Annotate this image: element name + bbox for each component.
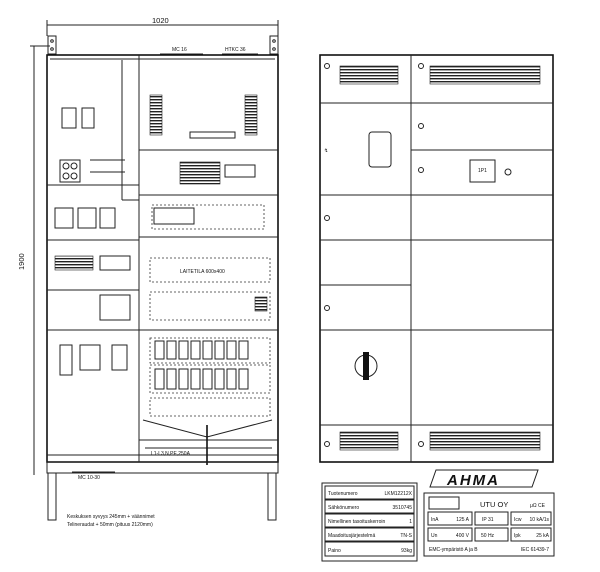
rating-plate: UTU OY μΩ CE InA 125 A IP 31 Icw 10 kA/1…: [423, 492, 555, 557]
spec-value: LKM12212X: [384, 491, 412, 497]
bracket-right: [269, 35, 279, 55]
bracket-left: [47, 35, 57, 55]
breaker-row: [154, 340, 249, 390]
rating-ipk-value: 25 kA: [536, 533, 549, 539]
certification-marks: μΩ CE: [530, 503, 546, 509]
inspection-window: [368, 131, 392, 168]
terminal-block: [149, 94, 163, 136]
rating-ipk-label: Ipk: [514, 533, 521, 539]
rating-inA-value: 125 A: [456, 517, 469, 523]
spec-value: 1: [409, 519, 412, 525]
maker-name: UTU OY: [480, 500, 508, 509]
equipment-space-label: LAITETILA 600x400: [180, 269, 225, 275]
top-label-htkc36: HTKC 36: [225, 47, 246, 53]
base-plinth: [46, 461, 279, 474]
vent-grille: [429, 431, 541, 451]
busbar-label: L1-L3,N,PE,250A: [151, 451, 191, 457]
lock-icon: ↯: [324, 148, 328, 154]
contactor-block: [179, 161, 221, 185]
rating-standard: IEC 61439-7: [521, 547, 549, 553]
rating-icw-value: 10 kA/1s: [530, 517, 550, 523]
height-label: 1900: [17, 253, 26, 270]
main-switch-handle[interactable]: [354, 352, 378, 380]
leg-left: [47, 472, 57, 521]
logo-text: AHMA: [446, 472, 500, 489]
pe-n-bar: [189, 131, 236, 139]
height-dimension: 1900: [17, 45, 50, 475]
spec-label: Paino: [328, 548, 341, 554]
spec-label: Tuotenumero: [328, 491, 358, 497]
vent-grille: [339, 431, 399, 451]
top-label-mc16: MC 16: [172, 47, 187, 53]
terminal-row: [54, 255, 94, 271]
vent-grille: [429, 65, 541, 85]
rating-un-value: 400 V: [456, 533, 470, 539]
front-view: ↯ 1P1: [319, 54, 554, 463]
rating-ip: IP 31: [482, 517, 494, 523]
rating-emc: EMC-ympäristö A ja B: [429, 547, 478, 553]
note-depth: Keskuksen syvyys 245mm + väännimet: [67, 514, 155, 520]
spec-value: TN-S: [400, 533, 412, 539]
spec-value: 3510745: [393, 505, 413, 511]
terminal-block: [244, 94, 258, 136]
spec-value: 93kg: [401, 548, 412, 554]
leg-right: [267, 472, 277, 521]
indicator-lamp-icon: [504, 168, 512, 176]
rating-inA-label: InA: [431, 517, 439, 523]
ahma-logo: AHMA: [429, 469, 539, 489]
vent-grille: [339, 65, 399, 85]
width-dimension: 1020: [46, 16, 279, 36]
base-label: MC 10-30: [78, 475, 100, 481]
note-rails: Telineraudat + 50mm (pituus 2120mm): [67, 522, 153, 528]
front-frame: [319, 54, 554, 463]
spec-label: Maadoitusjärjestelmä: [328, 533, 375, 539]
rating-icw-label: Icw: [514, 517, 522, 523]
width-label: 1020: [152, 16, 169, 25]
door-screws: [324, 63, 424, 447]
spec-table: Tuotenumero LKM12212X Sähkönumero 351074…: [321, 482, 418, 562]
rating-frequency: 50 Hz: [481, 533, 495, 539]
interior-view: 1020 1900 MC 16 HTKC 36: [17, 16, 279, 528]
meter-label: 1P1: [478, 168, 487, 174]
equipment-space: [149, 257, 271, 283]
spec-label: Sähkönumero: [328, 505, 359, 511]
meter-1p1: [469, 159, 496, 183]
spec-label: Nimellinen tasoituskerroin: [328, 519, 385, 525]
rating-un-label: Un: [431, 533, 438, 539]
